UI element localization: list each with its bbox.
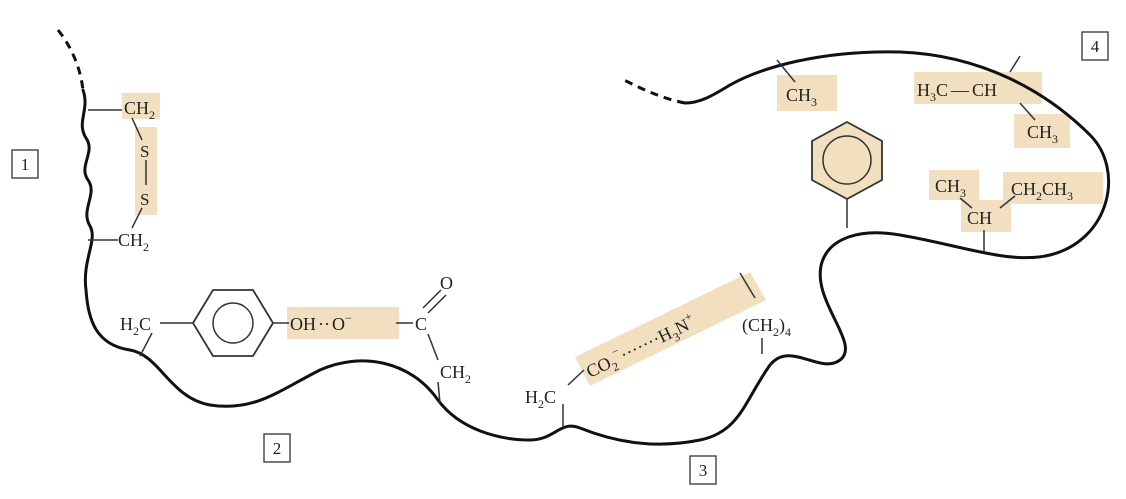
- svg-text:4: 4: [1091, 37, 1100, 56]
- ch2-4-label: (CH2)4: [742, 315, 791, 339]
- bond-ch2-backbone: [437, 381, 441, 404]
- ch2-top-label: CH2: [124, 98, 155, 122]
- isopropyl-ch3-label: CH3: [1027, 122, 1058, 146]
- h2c-tyrosine-label: H2C: [120, 314, 151, 338]
- bond-ch-ch3: [1019, 102, 1036, 121]
- protein-backbone: [80, 50, 1111, 446]
- carbonyl-o-label: O: [440, 273, 453, 293]
- bond-backbone-methyl: [776, 59, 796, 83]
- bond-carbon-ch2: [427, 333, 439, 361]
- ile-ch-label: CH: [967, 208, 992, 228]
- highlight-ile-ethyl: [1003, 172, 1103, 204]
- bond-backbone-h2c: [139, 332, 153, 357]
- bond-ch2-s-upper: [131, 117, 143, 141]
- bond-carbonyl-1: [422, 289, 442, 309]
- ile-ethyl-label: CH2CH3: [1011, 179, 1073, 203]
- svg-text:2: 2: [273, 439, 282, 458]
- bond-ch3-ch: [959, 197, 973, 209]
- region-label-1: 1: [11, 149, 39, 179]
- benzene-ring: [811, 120, 883, 201]
- highlight-ile-ch3: [929, 170, 979, 200]
- sulfur-lower-label: S: [140, 190, 149, 209]
- highlight-isopropyl-ch3: [1014, 114, 1070, 148]
- highlight-ch2-top: [122, 93, 160, 119]
- svg-text:3: 3: [699, 461, 708, 480]
- bond-h2c-co2: [567, 369, 585, 386]
- isopropyl-top-label: H3C—CH: [917, 80, 997, 104]
- bond-s-ch2-lower: [131, 207, 143, 229]
- highlight-salt-bridge: [575, 272, 766, 386]
- ch2-bottom-label: CH2: [118, 230, 149, 254]
- ile-ch3-label: CH3: [935, 176, 966, 200]
- highlight-isopropyl-top: [914, 72, 1042, 104]
- region-label-3: 3: [689, 455, 717, 485]
- highlight-methyl: [777, 75, 837, 111]
- bond-n-ch2n: [739, 272, 756, 299]
- region-label-2: 2: [263, 433, 291, 463]
- sulfur-upper-label: S: [140, 142, 149, 161]
- backbone-dashed-start: [56, 29, 85, 91]
- svg-text:1: 1: [21, 155, 30, 174]
- region-label-4: 4: [1081, 31, 1109, 61]
- bond-ch-ch2: [999, 195, 1016, 209]
- ch2-asp-label: CH2: [440, 362, 471, 386]
- hbond-label: OH··O−: [290, 311, 352, 334]
- backbone-dashed-end: [619, 76, 686, 105]
- bond-carbonyl-2: [427, 294, 447, 314]
- carbon-label: C: [415, 314, 427, 334]
- highlight-hbond: [287, 307, 399, 339]
- bond-ch-backbone: [1009, 55, 1021, 73]
- methyl-label: CH3: [786, 85, 817, 109]
- h2c-glu-label: H2C: [525, 387, 556, 411]
- phenol-ring: [191, 289, 275, 357]
